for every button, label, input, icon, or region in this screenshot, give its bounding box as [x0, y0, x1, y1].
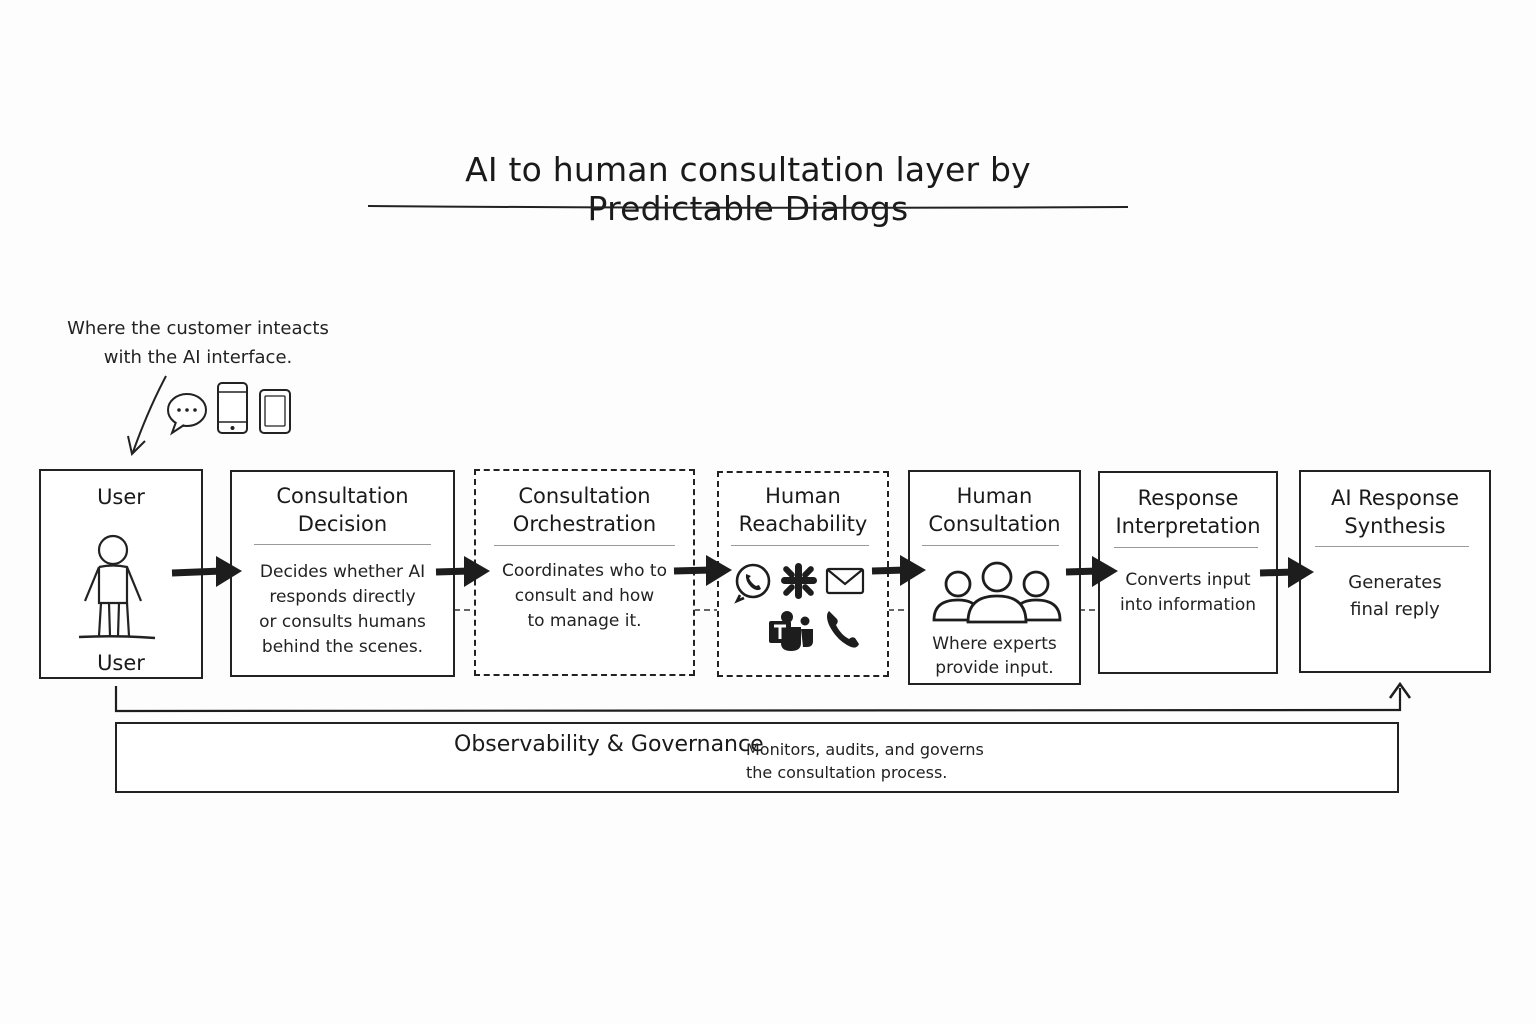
step-consultation-orchestration-desc: Coordinates who to consult and how to ma…: [484, 559, 685, 634]
step-consultation-orchestration-title: Consultation Orchestration: [484, 482, 685, 538]
title-line-1: Human: [765, 484, 841, 508]
governance-desc-line-2: the consultation process.: [746, 763, 948, 782]
annotation-line-2: with the AI interface.: [103, 347, 293, 368]
arrow-reachability-to-consultation: [871, 555, 926, 586]
desc-line-2: provide input.: [935, 658, 1054, 678]
step-response-interpretation-desc: Converts input into information: [1108, 568, 1268, 618]
governance-title: Observability & Governance: [454, 732, 764, 757]
desc-line-1: Converts input: [1125, 570, 1251, 590]
smartphone-icon: [217, 382, 248, 434]
desc-line-4: behind the scenes.: [261, 637, 424, 657]
reachability-icons: [734, 563, 865, 651]
annotation-line-1: Where the customer inteacts: [67, 318, 329, 339]
slack-icon: [781, 563, 817, 599]
arrow-interpretation-to-synthesis: [1259, 557, 1314, 588]
desc-line-3: or consults humans: [259, 612, 426, 632]
person-icon: [78, 534, 156, 640]
step-human-reachability-title: Human Reachability: [727, 482, 879, 538]
email-icon: [825, 567, 865, 595]
arrow-user-to-decision: [171, 556, 242, 587]
arrow-decision-to-orchestration: [435, 556, 490, 587]
step-user-title: User: [97, 485, 145, 509]
title-line-2: Consultation: [928, 512, 1061, 536]
step-user-footer: User: [97, 651, 145, 675]
phone-icon: [827, 611, 859, 648]
step-ai-response-synthesis-title: AI Response Synthesis: [1309, 484, 1481, 540]
title-line-2: Synthesis: [1344, 514, 1446, 538]
group-icon: [932, 561, 1062, 624]
desc-line-1: Decides whether AI: [259, 562, 426, 582]
governance-desc-line-1: Monitors, audits, and governs: [746, 740, 984, 759]
title-divider: [254, 544, 431, 545]
step-ai-response-synthesis-desc: Generates final reply: [1309, 569, 1481, 623]
title-line-1: AI Response: [1330, 486, 1460, 510]
desc-line-3: to manage it.: [527, 611, 642, 631]
chat-bubble-icon: [167, 393, 207, 436]
desc-line-2: final reply: [1350, 599, 1440, 620]
desc-line-2: consult and how: [514, 586, 655, 606]
feedback-arrow: [114, 681, 1412, 713]
whatsapp-icon: [734, 563, 771, 604]
title-divider: [922, 545, 1059, 546]
arrow-orchestration-to-reachability: [673, 555, 732, 586]
title-line-2: Reachability: [738, 512, 868, 536]
step-human-reachability: Human Reachability: [717, 471, 889, 677]
title-divider: [494, 545, 675, 546]
title-line-1: Consultation: [518, 484, 651, 508]
step-consultation-decision: Consultation Decision Decides whether AI…: [230, 470, 455, 677]
title-line-2: Orchestration: [512, 512, 657, 536]
annotation-arrow: [132, 375, 167, 453]
teams-icon: [769, 611, 813, 651]
step-consultation-decision-title: Consultation Decision: [240, 482, 445, 538]
desc-line-2: into information: [1119, 595, 1257, 615]
desc-line-1: Coordinates who to: [501, 561, 667, 581]
title-divider: [1315, 546, 1469, 547]
desc-line-1: Where experts: [932, 634, 1057, 654]
desc-line-1: Generates: [1348, 572, 1442, 593]
arrow-consultation-to-interpretation: [1065, 556, 1118, 587]
title-line-2: Interpretation: [1115, 514, 1261, 538]
desc-line-2: responds directly: [269, 587, 416, 607]
title-divider: [731, 545, 869, 546]
step-human-consultation-title: Human Consultation: [918, 482, 1071, 538]
title-line-1: Consultation: [276, 484, 409, 508]
annotation-note: Where the customer inteacts with the AI …: [50, 314, 346, 372]
title-line-1: Human: [956, 484, 1033, 508]
step-human-consultation-desc: Where experts provide input.: [918, 632, 1071, 680]
step-consultation-decision-desc: Decides whether AI responds directly or …: [240, 560, 445, 660]
step-response-interpretation-title: Response Interpretation: [1108, 484, 1268, 540]
step-human-consultation: Human Consultation Where experts provide…: [908, 470, 1081, 685]
governance-bar: [115, 722, 1399, 793]
title-line-1: Response: [1137, 486, 1239, 510]
title-line-2: Decision: [297, 512, 388, 536]
tablet-icon: [259, 389, 291, 434]
title-divider: [1114, 547, 1258, 548]
governance-desc: Monitors, audits, and governs the consul…: [746, 738, 984, 784]
